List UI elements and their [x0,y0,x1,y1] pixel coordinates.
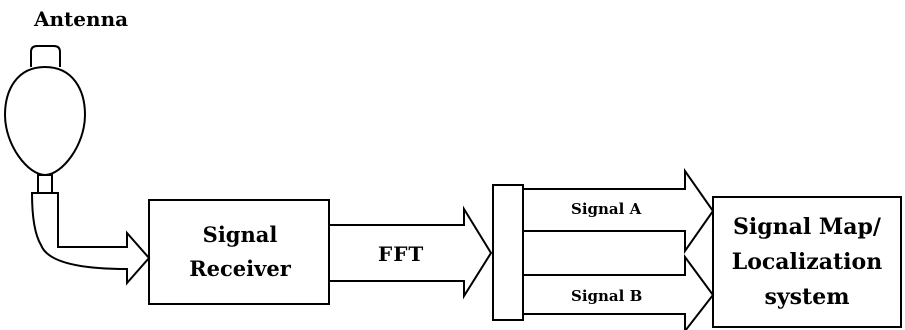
antenna-cap [30,45,61,67]
splitter-block [492,184,524,321]
signal-a-label: Signal A [571,200,642,218]
antenna-to-receiver-arrow [30,192,151,286]
signal-receiver-line1: Signal [202,222,278,247]
signal-map-line3: system [764,283,850,310]
signal-map-label: Signal Map/ Localization system [714,198,900,326]
signal-receiver-box [148,199,330,305]
fft-arrow [329,205,493,300]
signal-receiver-label: Signal Receiver [150,200,330,304]
antenna-label: Antenna [34,7,129,31]
signal-map-line2: Localization [731,248,883,275]
antenna-body-icon [3,65,87,177]
signal-map-box [712,196,902,328]
signal-map-line1: Signal Map/ [733,213,881,240]
fft-label: FFT [378,242,425,266]
signal-receiver-line2: Receiver [189,256,291,281]
signal-b-label: Signal B [571,287,643,305]
antenna-stem [37,174,53,194]
